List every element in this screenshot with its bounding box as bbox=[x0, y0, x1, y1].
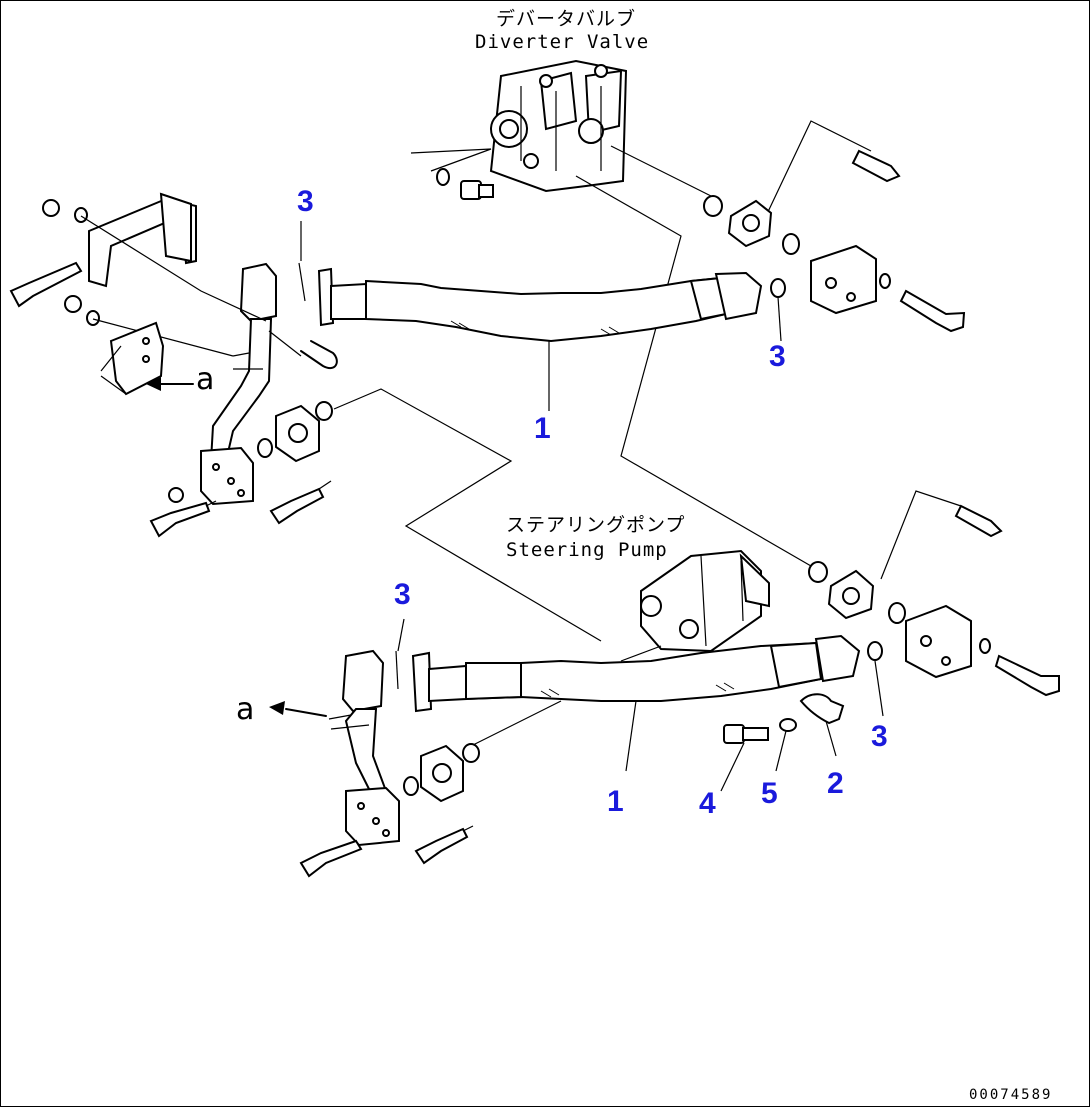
washer bbox=[74, 207, 88, 223]
washer bbox=[879, 273, 891, 289]
o-ring bbox=[462, 743, 480, 763]
lower-bolt-leader bbox=[880, 490, 962, 580]
bolt bbox=[269, 487, 325, 525]
callout-3: 3 bbox=[871, 720, 888, 753]
u-bolt bbox=[300, 340, 338, 370]
o-ring bbox=[888, 602, 906, 624]
diverter-valve bbox=[489, 59, 628, 193]
flange-block bbox=[810, 244, 877, 315]
washer bbox=[86, 310, 100, 326]
bolt-leader bbox=[205, 500, 217, 507]
split-flange bbox=[275, 404, 320, 463]
bolt bbox=[9, 261, 83, 308]
callout-5: 5 bbox=[761, 777, 778, 810]
valve-oring-leader bbox=[410, 148, 492, 172]
nut bbox=[42, 199, 60, 217]
callout-3: 3 bbox=[394, 578, 411, 611]
nut bbox=[64, 295, 82, 313]
o-ring bbox=[782, 233, 800, 255]
flange-to-pump-leader bbox=[333, 388, 602, 642]
o-ring bbox=[315, 401, 333, 421]
bolt bbox=[299, 839, 363, 878]
o-ring bbox=[703, 195, 723, 217]
callout-3-leader bbox=[397, 618, 405, 652]
callout-2: 2 bbox=[827, 767, 844, 800]
u-bolt-leader bbox=[268, 330, 302, 357]
bolt bbox=[899, 289, 966, 333]
o-ring bbox=[436, 168, 450, 186]
plate-leader bbox=[100, 345, 127, 395]
elbow-fitting-lower bbox=[341, 649, 400, 847]
bolt bbox=[851, 149, 901, 183]
bolt bbox=[149, 501, 211, 538]
o-ring bbox=[808, 561, 828, 583]
o-ring-3 bbox=[770, 278, 786, 298]
o-ring bbox=[257, 438, 273, 458]
steering-pump bbox=[640, 549, 770, 653]
clamp-2 bbox=[799, 693, 845, 725]
washer bbox=[979, 638, 991, 654]
o-ring-3 bbox=[867, 641, 883, 661]
hose-lower bbox=[411, 634, 861, 772]
view-arrow-upper bbox=[146, 377, 194, 391]
diverter-valve-label-jp: デバータバルブ bbox=[496, 7, 636, 30]
split-flange bbox=[727, 199, 773, 248]
split-flange bbox=[420, 744, 464, 803]
washer-5-leader bbox=[775, 730, 787, 772]
plug-bolt bbox=[460, 180, 494, 200]
bracket-leader bbox=[80, 215, 267, 322]
view-letter-lower: a bbox=[236, 692, 254, 727]
valve-bolt-leader bbox=[765, 120, 872, 217]
elbow-fitting-upper bbox=[200, 262, 306, 506]
callout-3-leader bbox=[874, 660, 884, 717]
drawing-number: 00074589 bbox=[969, 1087, 1052, 1103]
steering-pump-label-en: Steering Pump bbox=[506, 539, 668, 561]
bolt-4-leader bbox=[720, 742, 745, 792]
bolt-4 bbox=[723, 724, 769, 744]
clamp-upper bbox=[232, 352, 263, 370]
lower-hose-leader bbox=[470, 700, 562, 747]
diverter-valve-label-en: Diverter Valve bbox=[475, 31, 649, 53]
callout-3-leader bbox=[777, 296, 782, 342]
steering-pump-label-jp: ステアリングポンプ bbox=[506, 514, 685, 536]
bolt bbox=[414, 827, 469, 865]
callout-3: 3 bbox=[297, 185, 314, 218]
valve-oring-leader-right bbox=[610, 145, 712, 197]
bolt bbox=[994, 654, 1060, 697]
split-flange bbox=[827, 569, 875, 620]
view-letter-upper: a bbox=[196, 362, 214, 397]
view-arrow-lower bbox=[269, 701, 327, 717]
washer-leader bbox=[92, 318, 234, 357]
hose-upper bbox=[317, 267, 763, 411]
clamp-lower bbox=[328, 714, 370, 730]
bolt-leader bbox=[462, 825, 474, 832]
callout-3: 3 bbox=[769, 340, 786, 373]
bolt-leader bbox=[318, 480, 332, 490]
bolt bbox=[954, 504, 1003, 538]
o-ring bbox=[403, 776, 419, 796]
valve-to-pump-leader bbox=[575, 175, 812, 567]
callout-4: 4 bbox=[699, 787, 716, 820]
washer-5 bbox=[779, 718, 797, 732]
callout-1: 1 bbox=[534, 412, 551, 445]
callout-1: 1 bbox=[607, 785, 624, 818]
bolt bbox=[168, 487, 184, 503]
plate bbox=[109, 321, 165, 396]
flange-block bbox=[905, 604, 972, 679]
pump-leader bbox=[620, 645, 662, 662]
bracket bbox=[88, 192, 197, 288]
clamp-2-leader bbox=[825, 720, 837, 757]
